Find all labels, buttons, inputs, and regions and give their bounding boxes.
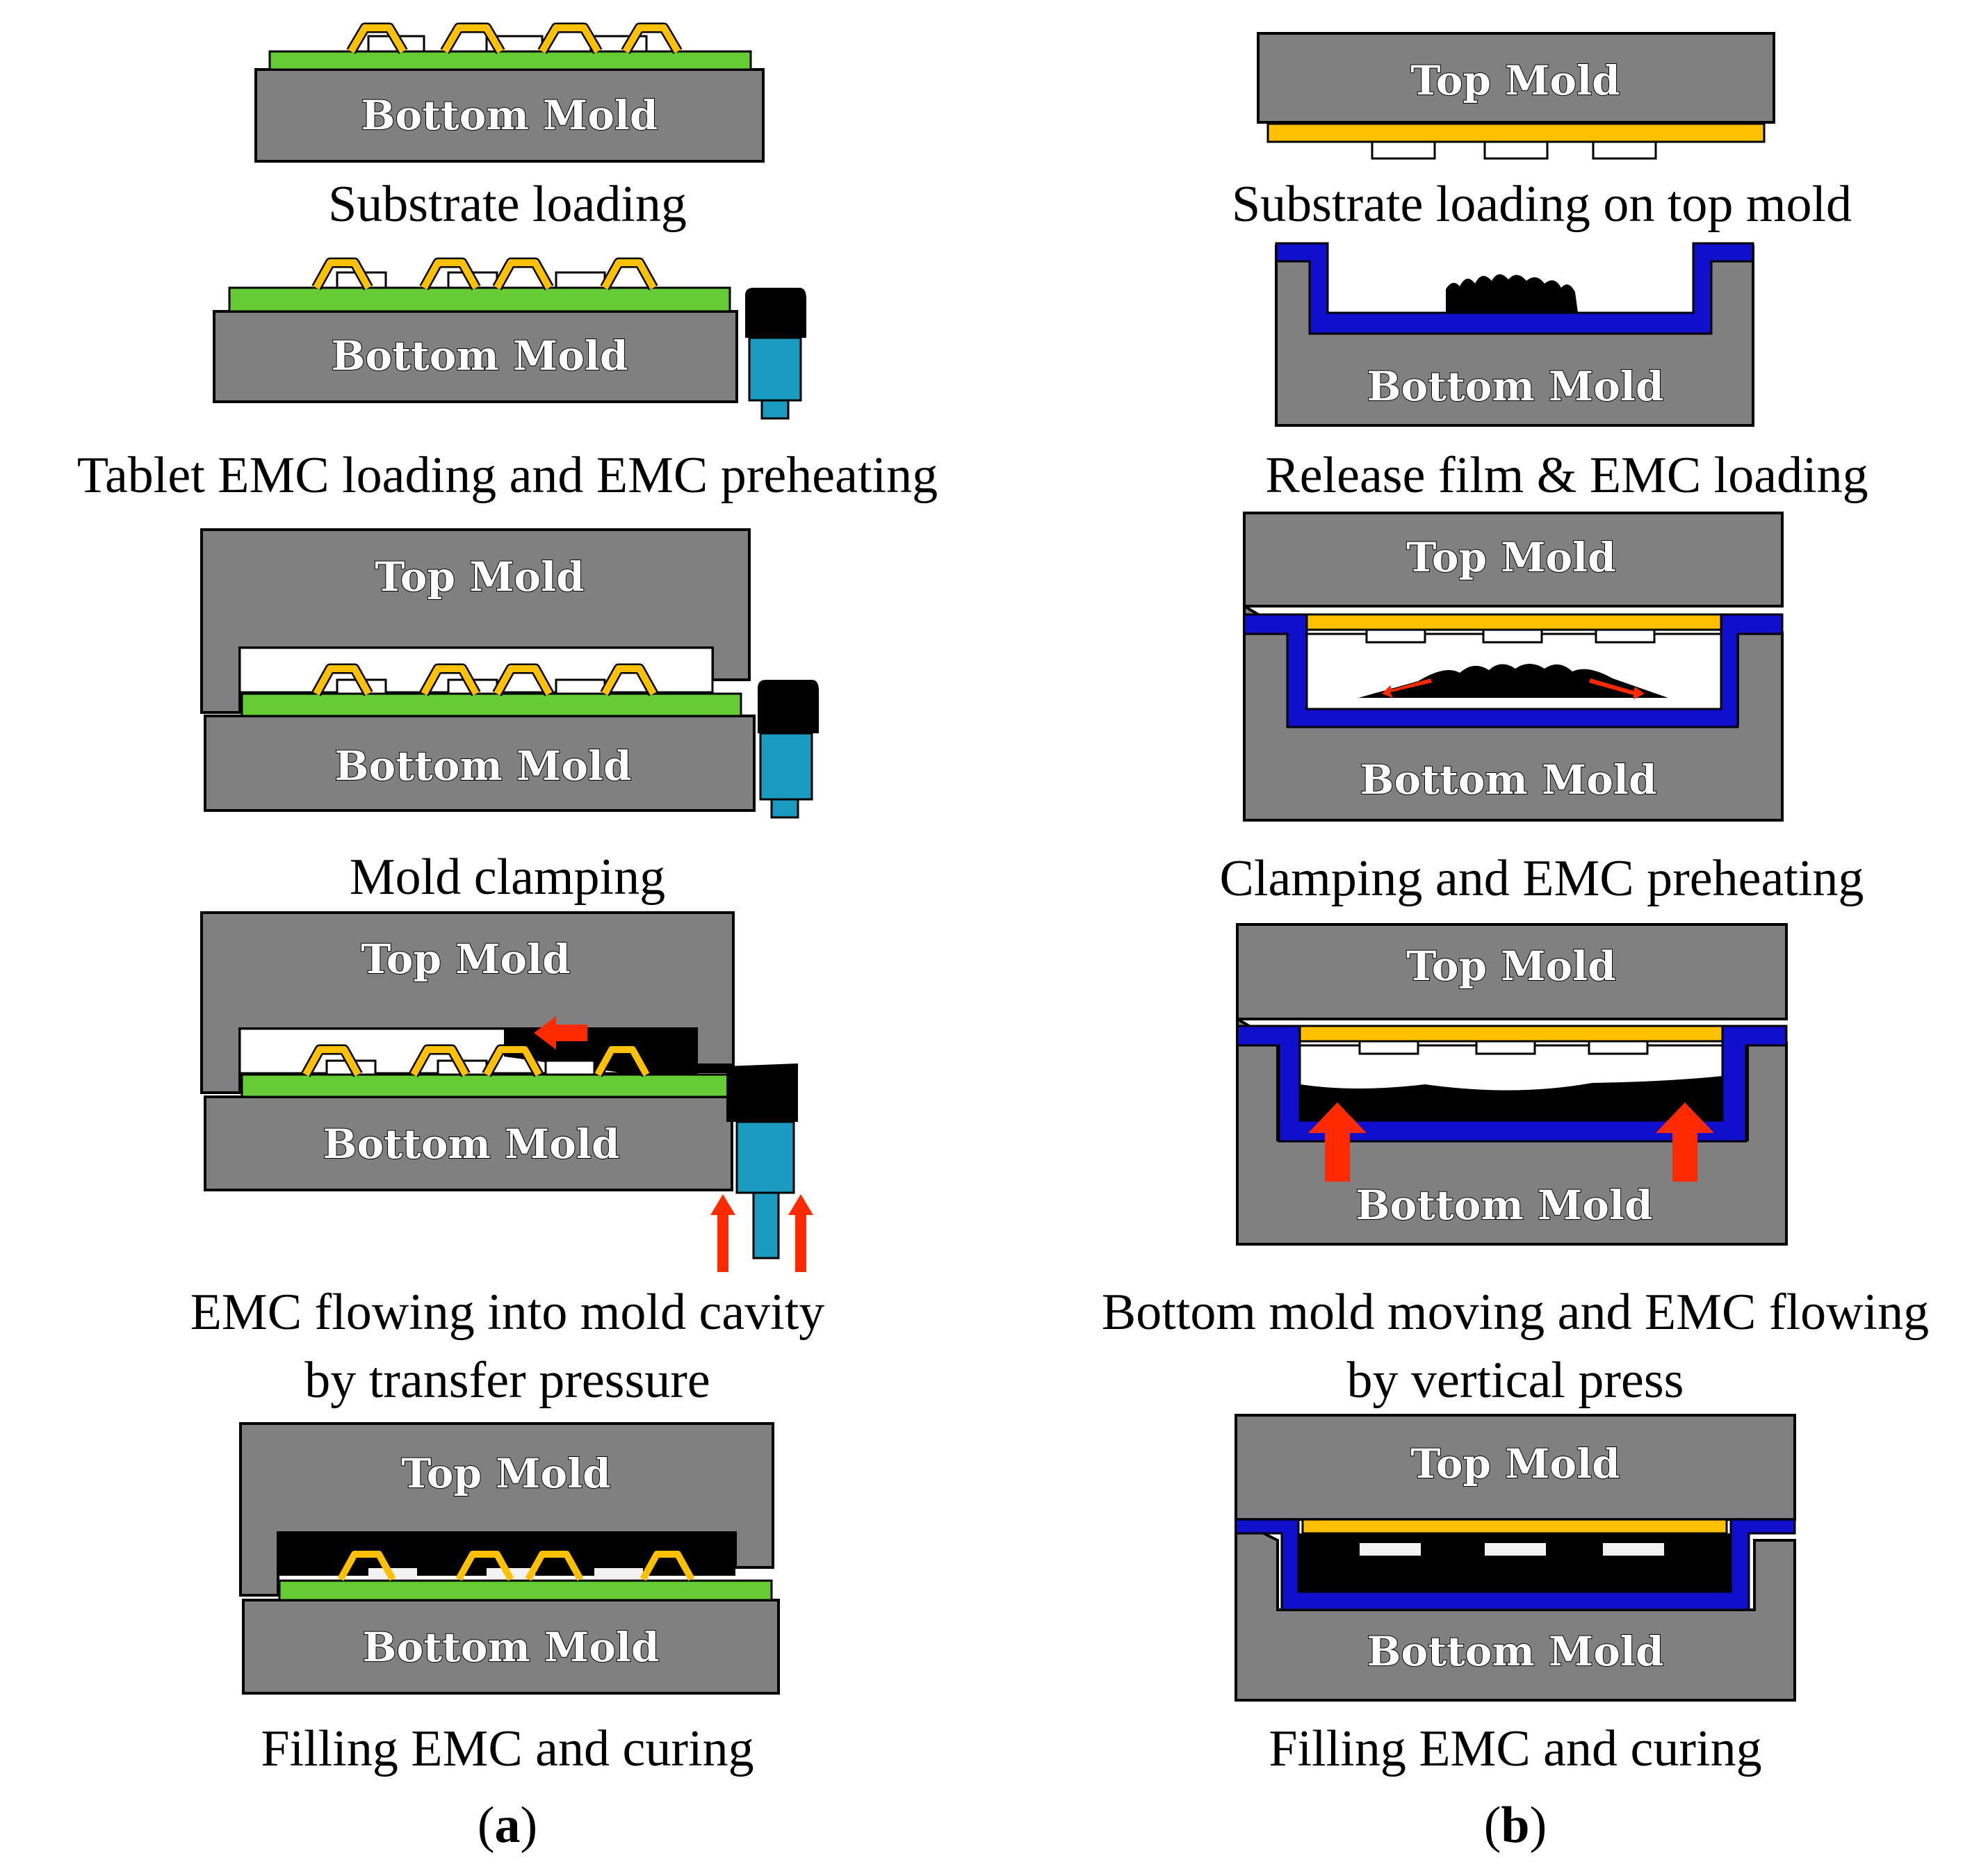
a5-filling-curing-illustration: Top Mold Bottom Mold — [239, 1422, 780, 1695]
b5-filling-curing-illustration: Top Mold Bottom Mold — [1235, 1414, 1796, 1702]
cured-emc — [1298, 1533, 1731, 1592]
plunger — [748, 336, 802, 402]
b1-caption: Substrate loading on top mold — [1232, 176, 1852, 233]
a4-emc-flow-illustration: Top Mold Bottom Mold — [200, 911, 813, 1272]
top-mold-label: Top Mold — [1406, 534, 1615, 581]
a2-tablet-loading-illustration: Bottom Mold — [213, 257, 806, 420]
emc-tablet — [758, 680, 819, 733]
top-mold-label: Top Mold — [375, 553, 584, 601]
a4-caption-line1: EMC flowing into mold cavity — [190, 1284, 825, 1341]
bottom-mold-label: Bottom Mold — [334, 742, 631, 790]
a3-caption: Mold clamping — [350, 849, 665, 906]
b4-caption-line1: Bottom mold moving and EMC flowing — [1102, 1284, 1929, 1341]
substrate-strip — [278, 1579, 773, 1601]
top-substrate-strip — [1266, 122, 1766, 143]
bottom-mold-label: Bottom Mold — [1367, 1628, 1663, 1675]
pressure-arrow — [788, 1194, 813, 1272]
a5-caption: Filling EMC and curing — [261, 1720, 753, 1777]
press-arrow-left — [1308, 1102, 1367, 1182]
substrate-strip — [268, 50, 752, 71]
press-arrow-right — [1656, 1102, 1714, 1182]
a2-caption: Tablet EMC loading and EMC preheating — [77, 447, 938, 504]
a1-substrate-loading-illustration: Bottom Mold — [254, 22, 765, 163]
bottom-mold-label: Bottom Mold — [361, 92, 658, 139]
substrate-strip — [241, 692, 742, 717]
plunger — [759, 732, 813, 801]
substrate-strip — [228, 286, 731, 313]
top-mold-block — [1236, 923, 1788, 1020]
top-mold-block — [1243, 512, 1784, 608]
top-mold-block — [1257, 32, 1775, 124]
bottom-mold-label: Bottom Mold — [362, 1624, 659, 1671]
top-mold-label: Top Mold — [1410, 1440, 1620, 1487]
emc-tablet — [745, 288, 806, 338]
b4-caption-line2: by vertical press — [1347, 1352, 1684, 1409]
a3-mold-clamping-illustration: Top Mold Bottom Mold — [200, 528, 819, 819]
a4-caption-line2: by transfer pressure — [304, 1352, 710, 1409]
top-mold-label: Top Mold — [401, 1450, 610, 1497]
bottom-mold-label: Bottom Mold — [331, 332, 628, 380]
plunger — [735, 1120, 795, 1194]
b3-caption: Clamping and EMC preheating — [1220, 850, 1864, 907]
b5-caption: Filling EMC and curing — [1269, 1720, 1761, 1777]
bottom-mold-block — [242, 1599, 780, 1695]
bottom-mold-block — [254, 68, 765, 163]
top-mold-label: Top Mold — [1406, 943, 1615, 990]
bottom-mold-block — [204, 715, 756, 812]
release-film — [1275, 242, 1754, 335]
substrate-strip — [241, 1073, 730, 1098]
top-mold-block — [1235, 1414, 1796, 1521]
top-substrate-strip — [1305, 613, 1722, 631]
top-substrate-strip — [1301, 1518, 1728, 1535]
emc-granules — [1446, 274, 1578, 313]
top-substrate-strip — [1298, 1025, 1724, 1043]
b3-clamping-preheating-illustration: Top Mold Bottom Mold — [1243, 512, 1784, 822]
b4-bottom-mold-moving-illustration: Top Mold Bottom Mold — [1236, 923, 1788, 1246]
emc-melt — [1358, 664, 1668, 698]
bottom-mold-label: Bottom Mold — [1367, 363, 1663, 410]
bottom-mold-label: Bottom Mold — [1360, 756, 1656, 804]
flow-arrow-left — [1382, 678, 1432, 698]
top-mold-label: Top Mold — [1410, 57, 1620, 104]
top-mold-label: Top Mold — [361, 936, 570, 983]
bottom-mold-label: Bottom Mold — [1355, 1182, 1652, 1229]
flow-direction-arrow — [534, 1016, 587, 1050]
panel-b-label: (b) — [1484, 1797, 1547, 1854]
bottom-mold-block — [213, 310, 738, 403]
b2-release-film-illustration: Bottom Mold — [1275, 242, 1754, 427]
b1-substrate-top-mold-illustration: Top Mold — [1257, 32, 1775, 160]
emc-flow — [1300, 1076, 1722, 1120]
a1-caption: Substrate loading — [328, 176, 687, 233]
b2-caption: Release film & EMC loading — [1265, 447, 1868, 504]
pressure-arrow — [710, 1194, 735, 1272]
bottom-mold-label: Bottom Mold — [323, 1120, 619, 1168]
emc-pot — [726, 1063, 798, 1122]
panel-a-label: (a) — [478, 1797, 537, 1854]
flow-arrow-right — [1589, 678, 1645, 699]
